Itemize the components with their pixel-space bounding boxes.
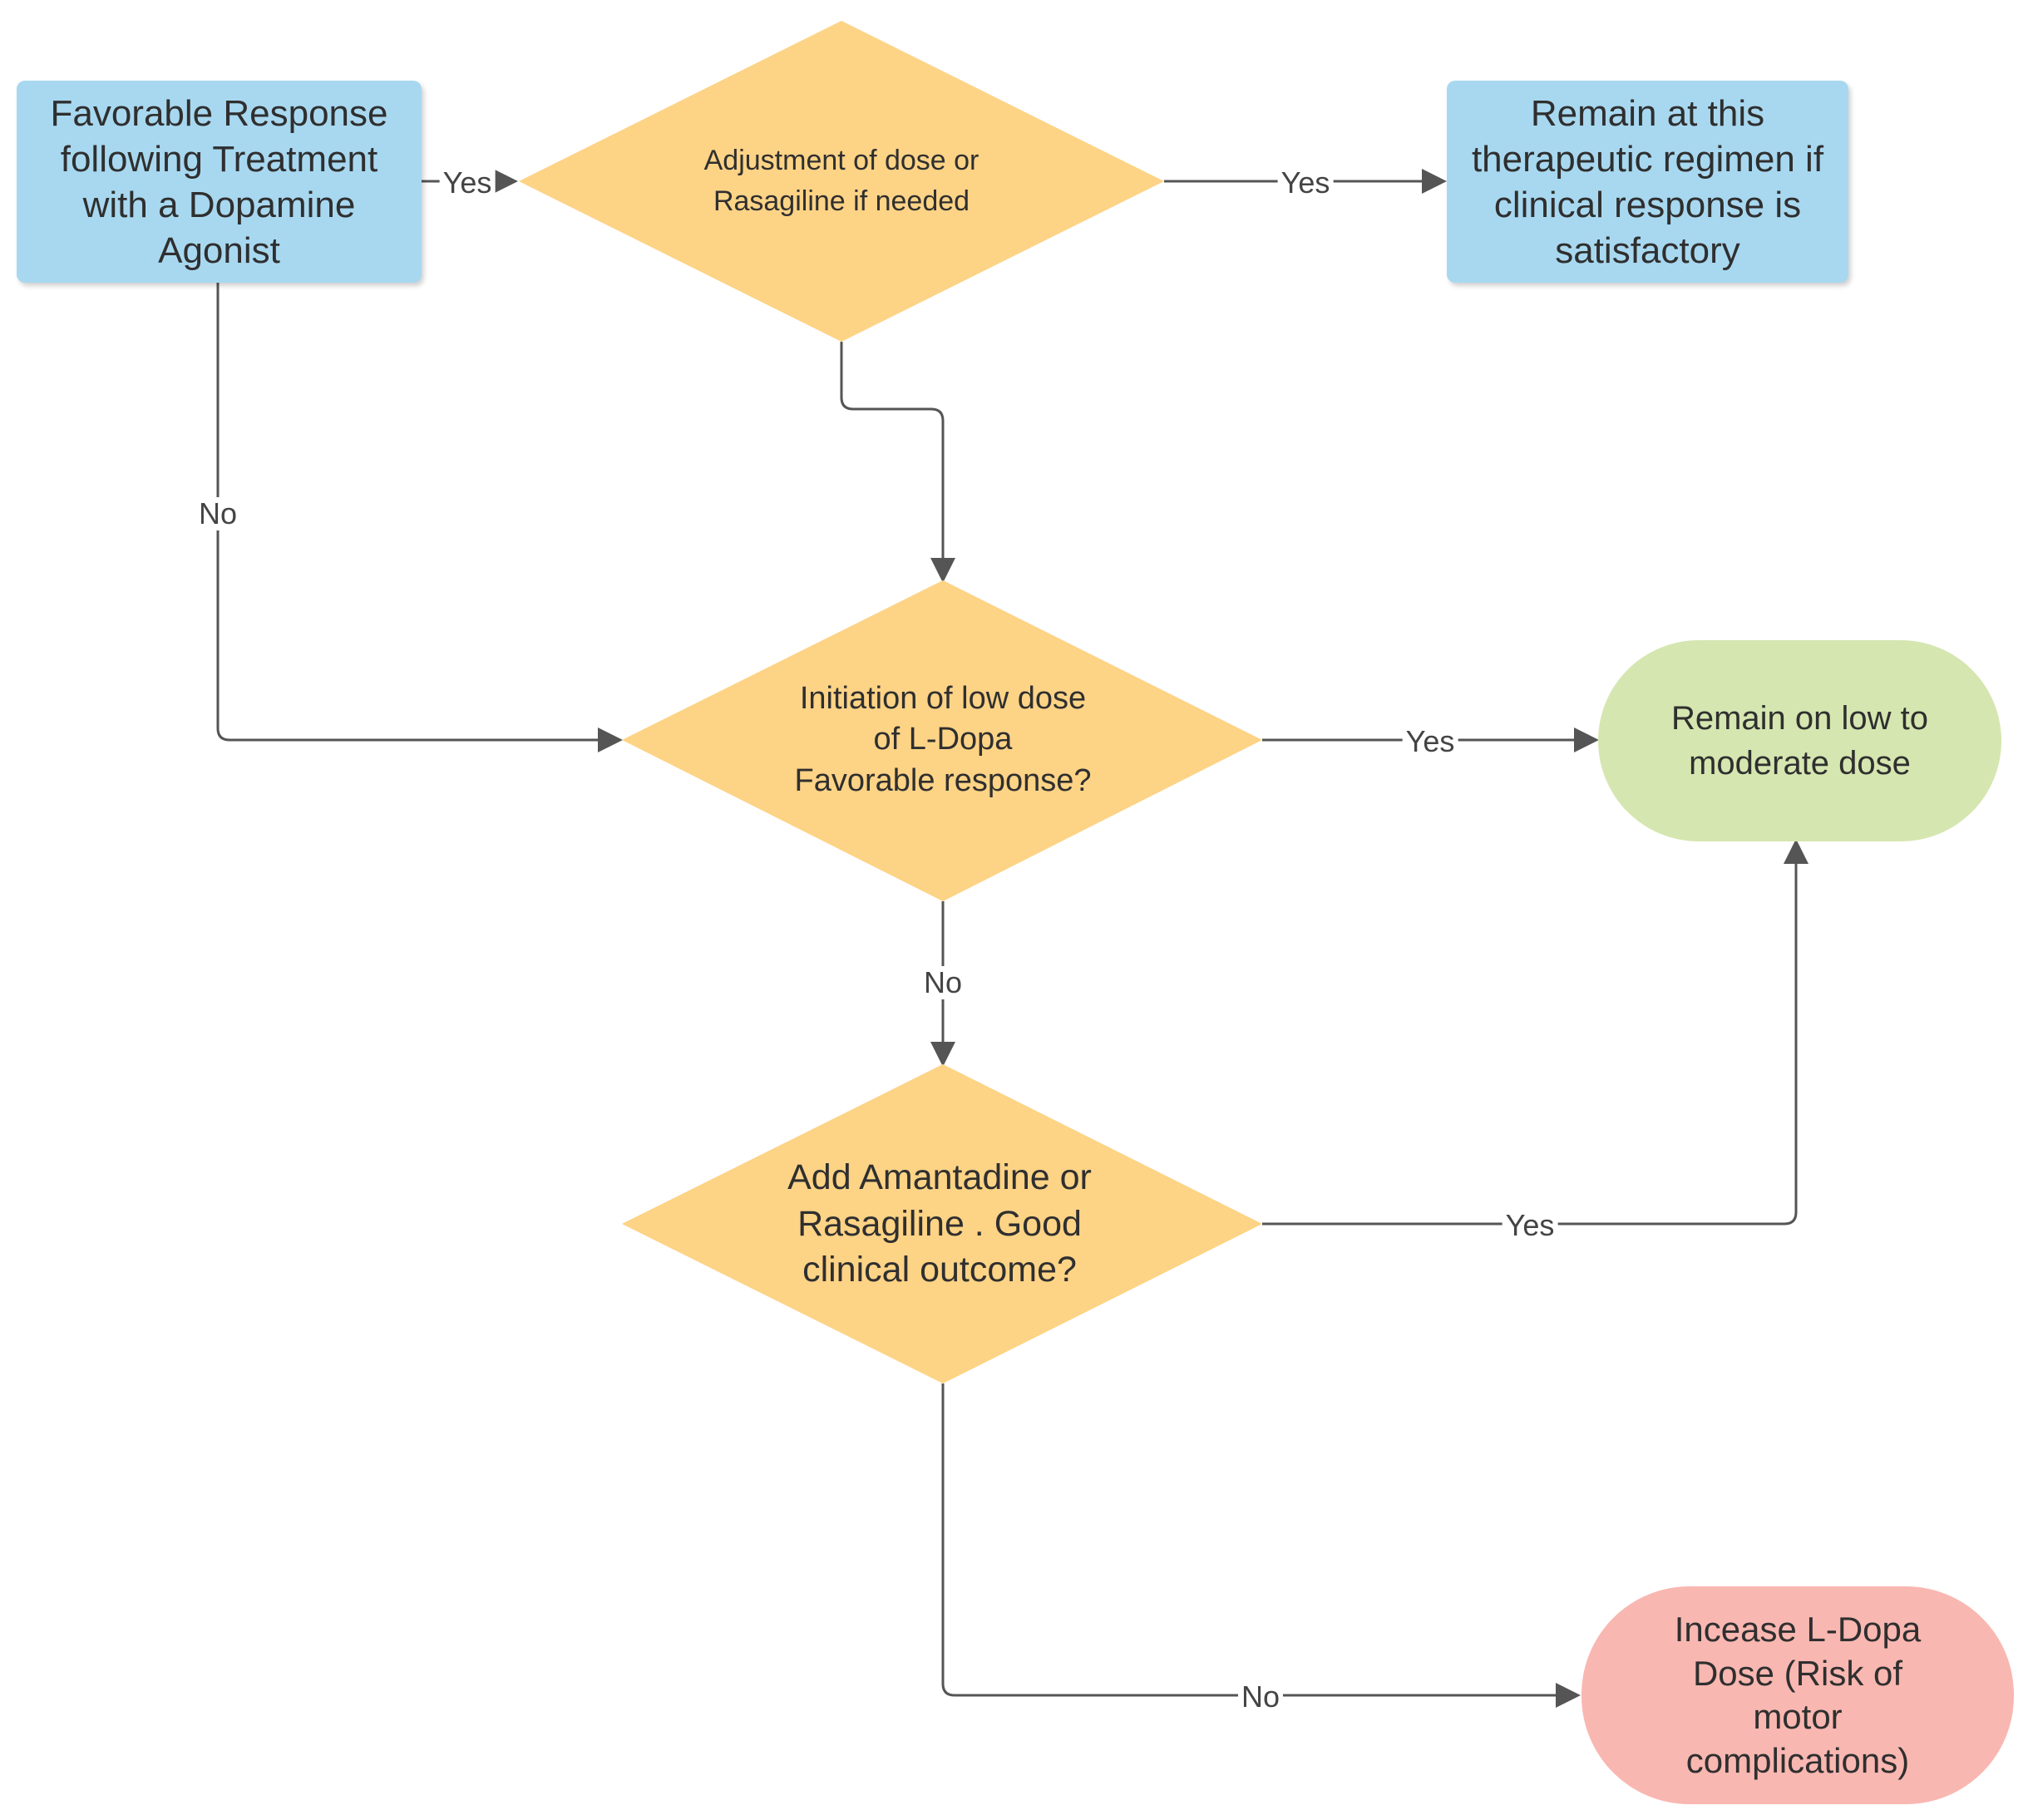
edge-amantadine-to-remain-low — [1262, 839, 1808, 1226]
diamond-adjust-text: Adjustment of dose or Rasagiline if need… — [703, 144, 979, 217]
diamond-ldopa-shape — [622, 580, 1262, 901]
diamond-amantadine: Add Amantadine or Rasagiline . Good clin… — [723, 1152, 1156, 1297]
increase-text: Incease L-Dopa Dose (Risk of motor compl… — [1674, 1610, 1922, 1780]
label-amantadine-to-increase: No — [1237, 1680, 1284, 1714]
diamond-adjust: Adjustment of dose or Rasagiline if need… — [632, 125, 1051, 238]
remain-regimen-text: Remain at this therapeutic regimen if cl… — [1471, 92, 1824, 271]
remain-low-text: Remain on low to moderate dose — [1670, 700, 1929, 782]
diamond-ldopa: Initiation of low dose of L-Dopa Favorab… — [735, 673, 1151, 806]
label-ldopa-to-amantadine: No — [920, 966, 966, 999]
label-adjust-to-remain: Yes — [1277, 166, 1334, 200]
label-amantadine-to-remain-low: Yes — [1502, 1209, 1558, 1242]
edge-start-to-ldopa — [216, 283, 623, 752]
label-ldopa-to-remain-low: Yes — [1402, 725, 1458, 758]
remain-low-node: Remain on low to moderate dose — [1598, 640, 2001, 841]
start-node: Favorable Response following Treatment w… — [17, 81, 422, 283]
edge-adjust-to-ldopa — [840, 342, 955, 583]
edge-amantadine-to-increase — [941, 1383, 1581, 1708]
diamond-adjust-shape — [519, 21, 1164, 342]
label-start-to-adjust: Yes — [439, 166, 496, 200]
remain-regimen-node: Remain at this therapeutic regimen if cl… — [1447, 81, 1848, 283]
diamond-ldopa-text: Initiation of low dose of L-Dopa Favorab… — [794, 680, 1092, 798]
label-start-to-ldopa: No — [195, 497, 241, 530]
diamond-amantadine-shape — [622, 1064, 1262, 1383]
diamond-amantadine-text: Add Amantadine or Rasagiline . Good clin… — [787, 1157, 1092, 1290]
start-node-text: Favorable Response following Treatment w… — [50, 92, 388, 271]
increase-node: Incease L-Dopa Dose (Risk of motor compl… — [1581, 1586, 2014, 1804]
